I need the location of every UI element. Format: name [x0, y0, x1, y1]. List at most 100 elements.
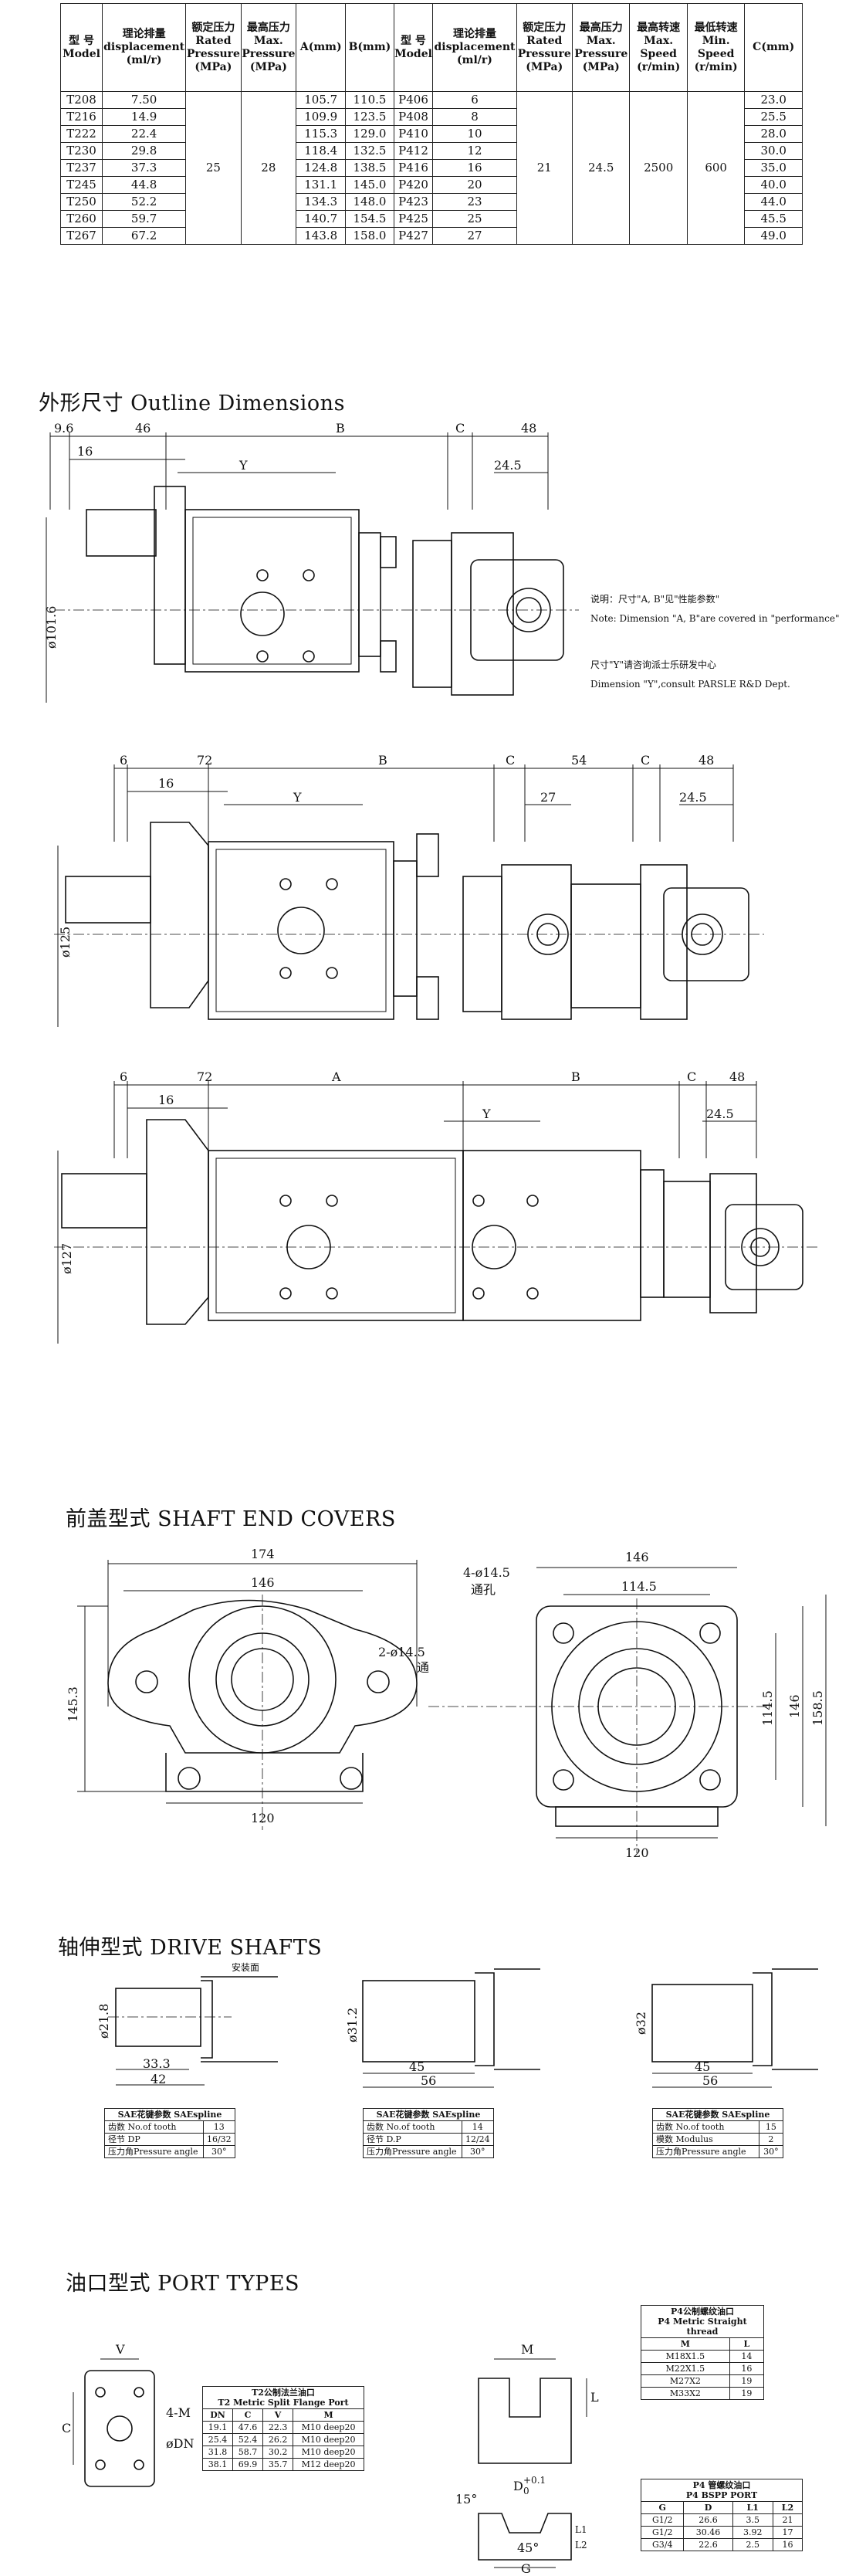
spec-cell: 132.5	[345, 142, 394, 160]
spec-cell: 131.1	[296, 176, 347, 194]
ports-title: 油口型式 PORT TYPES	[66, 2272, 300, 2296]
spec-cell: P410	[393, 125, 434, 143]
spec-cell: P420	[393, 176, 434, 194]
shaft2-dia: ø31.2	[345, 2008, 360, 2042]
spec-cell: 109.9	[296, 108, 347, 126]
spec-cell: 40.0	[744, 176, 803, 194]
cover-r-h2: 146	[787, 1694, 802, 1718]
spec-cell: T245	[59, 176, 103, 194]
spec-cell: T222	[59, 125, 103, 143]
flange-v: V	[115, 2342, 125, 2357]
shaft1-l1: 33.3	[143, 2056, 171, 2071]
note-1: Note: Dimension "A, B"are covered in "pe…	[590, 613, 839, 624]
d1-dim-3: Y	[238, 458, 248, 473]
cover-r-bottom: 120	[625, 1846, 649, 1860]
spec-cell: 22.4	[102, 125, 187, 143]
cover-r-hole2: 通孔	[471, 1582, 496, 1597]
spec-cell: 134.3	[296, 193, 347, 211]
d2-dim-8: C	[641, 753, 650, 768]
spec-cell: 154.5	[345, 210, 394, 228]
d2-dim-7: 27	[540, 790, 556, 805]
d3-dim-3: A	[331, 1069, 341, 1084]
note-2: 尺寸"Y"请咨询派士乐研发中心	[590, 659, 716, 670]
cover-r-hole: 4-ø14.5	[463, 1565, 510, 1580]
d2-dim-9: 48	[699, 753, 714, 768]
spec-cell: P427	[393, 227, 434, 245]
outline-drawing-3	[54, 1081, 818, 1344]
shaft3-dia: ø32	[634, 2012, 648, 2035]
spec-cell: 37.3	[102, 159, 187, 177]
covers-drawings: 174 146 2-ø14.5 通 145.3 120 146 114.5 4-…	[66, 1547, 827, 1860]
outline-drawing-2	[54, 764, 764, 1027]
thread-d-tol-up: +0.1	[523, 2475, 546, 2486]
spec-cell: 23.0	[744, 91, 803, 109]
cover-l-hole: 2-ø14.5	[378, 1645, 425, 1659]
th-b: B(mm)	[345, 3, 394, 92]
spec-cell: 16	[432, 159, 517, 177]
spec-cell: 138.5	[345, 159, 394, 177]
thread-l2: L2	[575, 2540, 587, 2551]
outline-drawing-1	[46, 432, 579, 703]
spec-cell: P406	[393, 91, 434, 109]
spec-cell: 8	[432, 108, 517, 126]
d3-dim-0: 6	[120, 1069, 127, 1084]
d1-dim-6: 48	[521, 421, 536, 436]
spec-cell: 21	[516, 91, 573, 245]
d2-dim-4: B	[378, 753, 387, 768]
spec-cell: 115.3	[296, 125, 347, 143]
spec-cell: 23	[432, 193, 517, 211]
thread-d: D	[513, 2479, 523, 2493]
spec-cell: 30.0	[744, 142, 803, 160]
cover-r-w1: 146	[625, 1550, 649, 1564]
spec-cell: T237	[59, 159, 103, 177]
spec-cell: T216	[59, 108, 103, 126]
d1-dim-1: 46	[135, 421, 151, 436]
note-3: Dimension "Y",consult PARSLE R&D Dept.	[590, 679, 790, 690]
flange-m: 4-M	[166, 2405, 191, 2420]
th-c: C(mm)	[744, 3, 803, 92]
spec-cell: 28	[240, 91, 297, 245]
spec-cell: 59.7	[102, 210, 187, 228]
d2-dim-6: 54	[571, 753, 587, 768]
spec-cell: P416	[393, 159, 434, 177]
spec-cell: 14.9	[102, 108, 187, 126]
note-0: 说明：尺寸"A, B"见"性能参数"	[590, 593, 719, 605]
d3-dim-7: 48	[729, 1069, 745, 1084]
shaft3-l1: 45	[695, 2059, 710, 2074]
spec-cell: 10	[432, 125, 517, 143]
thread-15: 15°	[455, 2492, 477, 2507]
shafts-drawings: 安装面 ø21.8 33.3 42 ø31.2 45 56 ø32 45 56	[96, 1961, 818, 2088]
thread-m: M	[521, 2342, 533, 2357]
spec-cell: 6	[432, 91, 517, 109]
thread-l1: L1	[575, 2524, 587, 2535]
d2-dim-1: 72	[197, 753, 212, 768]
spec-cell: 145.0	[345, 176, 394, 194]
spec-cell: 28.0	[744, 125, 803, 143]
spec-cell: 12	[432, 142, 517, 160]
d1-dim-7: 24.5	[494, 458, 522, 473]
thread-d-tol-dn: 0	[523, 2486, 529, 2496]
thread-g: G	[521, 2561, 531, 2576]
spec-cell: T267	[59, 227, 103, 245]
d2-dim-10: 24.5	[679, 790, 707, 805]
d3-dim-6: C	[687, 1069, 696, 1084]
d3-dia: ø127	[59, 1243, 74, 1274]
